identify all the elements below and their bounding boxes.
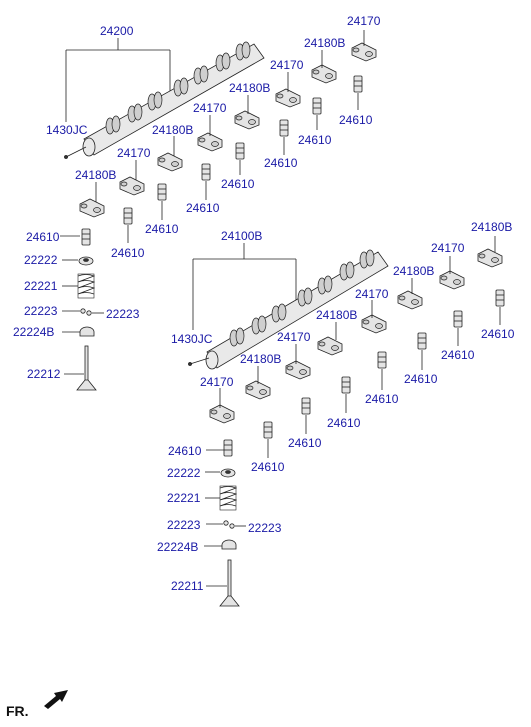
label-22223: 22223 <box>106 307 140 321</box>
label-24180b: 24180B <box>240 352 281 366</box>
label-24170: 24170 <box>200 375 234 389</box>
label-1430jc: 1430JC <box>171 332 213 346</box>
front-direction-indicator: FR. <box>6 690 68 719</box>
upper-camshaft-icon <box>64 41 265 159</box>
label-24170: 24170 <box>270 58 304 72</box>
label-24610: 24610 <box>288 436 322 450</box>
front-arrow-icon <box>44 690 68 709</box>
label-24610: 24610 <box>221 177 255 191</box>
label-22222: 22222 <box>24 253 58 267</box>
label-24180b: 24180B <box>316 308 357 322</box>
label-24610: 24610 <box>264 156 298 170</box>
label-22223: 22223 <box>24 304 58 318</box>
label-24610: 24610 <box>404 372 438 386</box>
label-22224b: 22224B <box>157 540 198 554</box>
label-24610: 24610 <box>26 230 60 244</box>
label-22221: 22221 <box>167 491 201 505</box>
label-24170: 24170 <box>431 241 465 255</box>
label-24610: 24610 <box>481 327 515 341</box>
label-22221: 22221 <box>24 279 58 293</box>
valve-spring-icon <box>77 273 96 299</box>
label-24170: 24170 <box>117 146 151 160</box>
label-24610: 24610 <box>365 392 399 406</box>
label-24610: 24610 <box>145 222 179 236</box>
label-24180b: 24180B <box>75 168 116 182</box>
label-24180b: 24180B <box>229 81 270 95</box>
label-24610: 24610 <box>441 348 475 362</box>
label-24610: 24610 <box>186 201 220 215</box>
label-24170: 24170 <box>277 330 311 344</box>
upper-camshaft-group <box>60 30 377 391</box>
label-24180b: 24180B <box>304 36 345 50</box>
label-24170: 24170 <box>193 101 227 115</box>
label-24610: 24610 <box>111 246 145 260</box>
lower-camshaft-group <box>188 236 505 607</box>
valve-icon <box>219 559 240 607</box>
front-label: FR. <box>6 703 29 719</box>
label-24180b: 24180B <box>471 220 512 234</box>
label-24170: 24170 <box>347 14 381 28</box>
label-24610: 24610 <box>339 113 373 127</box>
label-24180b: 24180B <box>152 123 193 137</box>
label-24200: 24200 <box>100 24 134 38</box>
label-22211: 22211 <box>171 579 204 593</box>
upper-rocker-arms <box>60 30 377 246</box>
label-24610: 24610 <box>251 460 285 474</box>
label-24170: 24170 <box>355 287 389 301</box>
label-24610: 24610 <box>168 444 202 458</box>
lower-rocker-arms <box>206 236 505 458</box>
lower-valve-assembly <box>204 468 246 607</box>
label-24100b: 24100B <box>221 229 262 243</box>
label-24610: 24610 <box>298 133 332 147</box>
label-24610: 24610 <box>327 416 361 430</box>
label-22212: 22212 <box>27 367 61 381</box>
valve-spring-icon <box>219 485 238 511</box>
label-22222: 22222 <box>167 466 201 480</box>
part-labels: 24200 1430JC 24170 24180B 24170 24180B 2… <box>13 14 515 593</box>
label-22223: 22223 <box>167 518 201 532</box>
upper-valve-assembly <box>62 256 104 391</box>
label-24180b: 24180B <box>393 264 434 278</box>
valve-icon <box>76 345 97 391</box>
label-1430jc: 1430JC <box>46 123 88 137</box>
lower-camshaft-icon <box>188 249 389 370</box>
label-22224b: 22224B <box>13 325 54 339</box>
label-22223: 22223 <box>248 521 282 535</box>
